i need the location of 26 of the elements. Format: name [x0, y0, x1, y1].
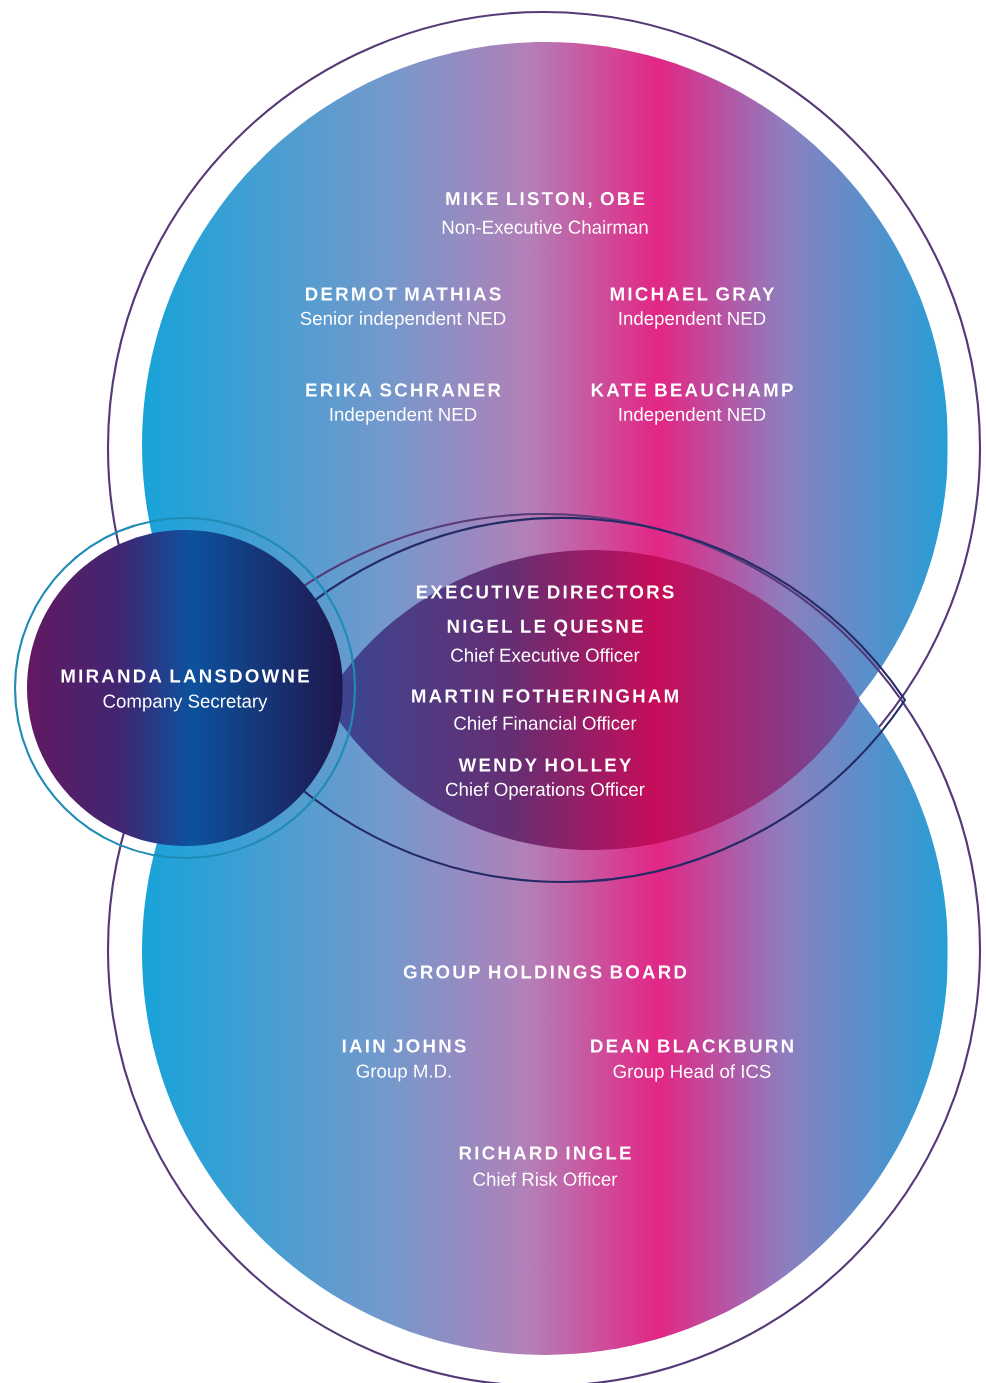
person-name: IAIN JOHNS	[342, 1039, 466, 1053]
person-name: DEAN BLACKBURN	[591, 1039, 793, 1053]
role-text: Independent NED	[619, 407, 766, 425]
role-text: Independent NED	[330, 407, 477, 425]
person-name: KATE BEAUCHAMP	[591, 383, 793, 397]
person-name: MICHAEL GRAY	[610, 287, 775, 301]
role-text: Senior independent NED	[300, 311, 506, 329]
person-name: EXECUTIVE DIRECTORS	[416, 585, 674, 599]
role-text: Chief Operations Officer	[446, 782, 645, 800]
person-name: NIGEL LE QUESNE	[447, 619, 643, 637]
person-name: MARTIN FOTHERINGHAM	[412, 689, 678, 703]
person-name: RICHARD INGLE	[459, 1146, 631, 1160]
role-text: Chief Financial Officer	[454, 716, 637, 730]
role-text: Group Head of ICS	[613, 1064, 771, 1082]
person-name: WENDY HOLLEY	[458, 758, 632, 772]
role-text: Chief Executive Officer	[451, 648, 640, 662]
person-name: ERIKA SCHRANER	[306, 383, 501, 397]
person-name: MIRANDA LANSDOWNE	[61, 669, 309, 683]
person-name: MIKE LISTON, OBE	[446, 192, 645, 208]
role-text: Independent NED	[619, 311, 766, 329]
person-name: DERMOT MATHIAS	[305, 287, 501, 301]
person-name: GROUP HOLDINGS BOARD	[403, 965, 687, 979]
role-text: Chief Risk Officer	[473, 1172, 618, 1186]
role-text: Group M.D.	[356, 1064, 451, 1082]
role-text: Non-Executive Chairman	[442, 220, 648, 234]
role-text: Company Secretary	[103, 694, 268, 712]
